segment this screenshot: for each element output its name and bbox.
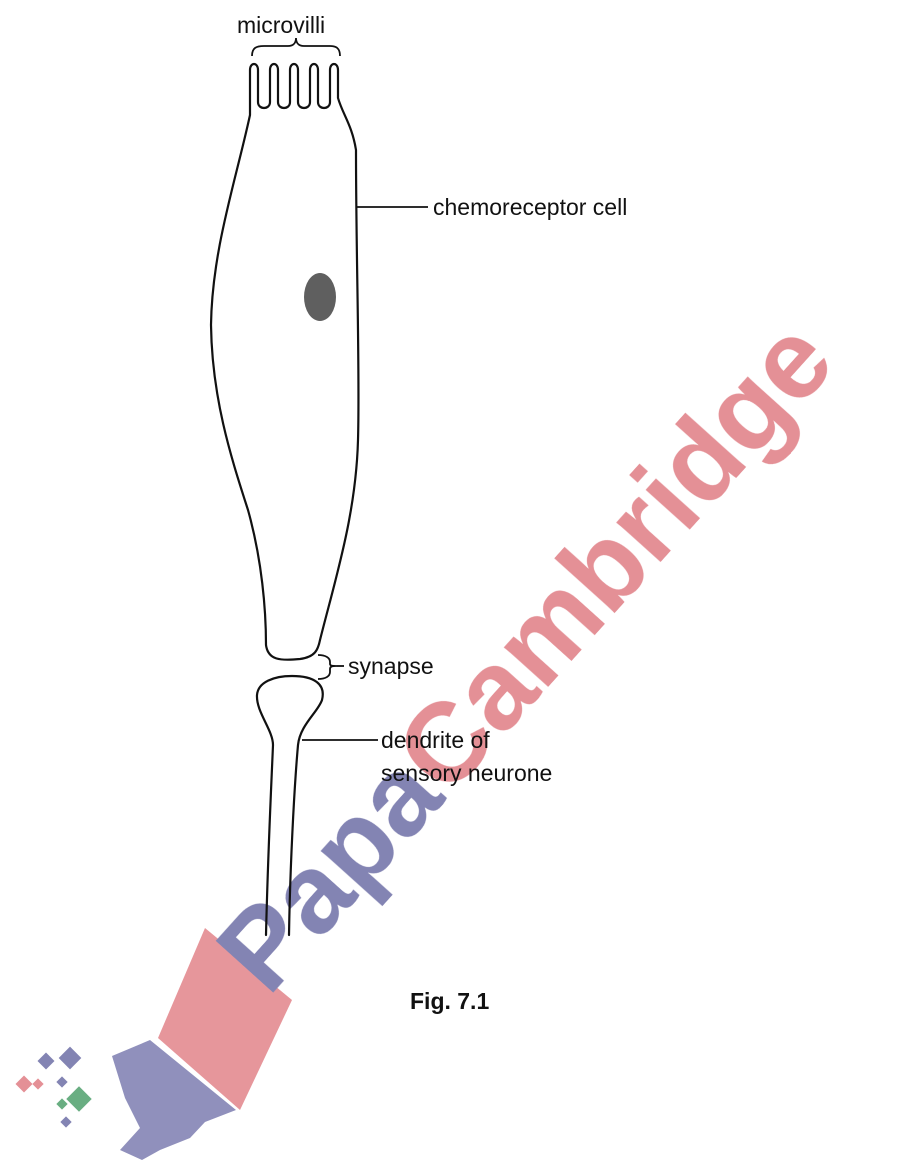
- label-dendrite-line1: dendrite of: [381, 727, 490, 753]
- watermark-logo-dot: [38, 1053, 55, 1070]
- label-microvilli: microvilli: [237, 12, 325, 38]
- watermark-logo-dot: [59, 1047, 82, 1070]
- watermark-logo-dot: [56, 1076, 67, 1087]
- label-synapse: synapse: [348, 653, 434, 679]
- label-leaders: [252, 38, 428, 740]
- watermark-logo-dot: [32, 1078, 43, 1089]
- watermark-logo-dot: [16, 1076, 33, 1093]
- watermark-logo-dot: [56, 1098, 67, 1109]
- microvilli-brace: [252, 38, 340, 56]
- figure-caption: Fig. 7.1: [410, 988, 489, 1014]
- chemoreceptor-cell: [211, 64, 359, 660]
- synapse-brace: [318, 655, 336, 679]
- watermark-logo-dot: [60, 1116, 71, 1127]
- watermark-brand-text: PapaCambridge: [193, 297, 856, 1014]
- watermark-logo-dot: [66, 1086, 91, 1111]
- label-chemoreceptor-cell: chemoreceptor cell: [433, 194, 627, 220]
- label-dendrite-line2: sensory neurone: [381, 760, 552, 786]
- nucleus: [304, 273, 336, 321]
- chemoreceptor-cell-outline: [211, 64, 359, 660]
